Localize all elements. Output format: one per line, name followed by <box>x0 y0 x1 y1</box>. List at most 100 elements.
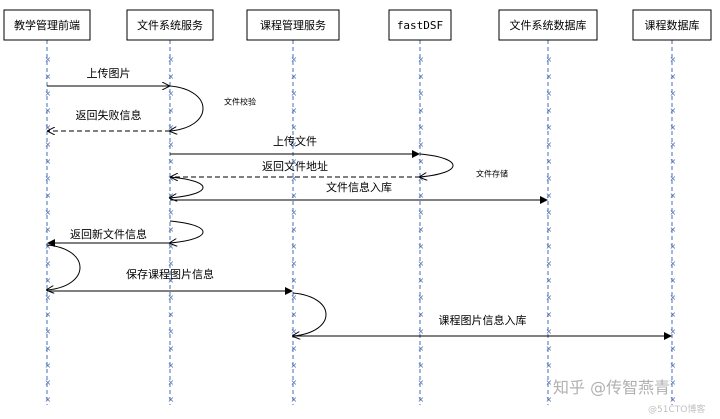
lifeline-mark: × <box>546 191 553 200</box>
participant-label-fileDb: 文件系统数据库 <box>510 18 587 32</box>
lifeline-mark: × <box>546 344 553 353</box>
message-label: 上传图片 <box>87 67 131 80</box>
lifeline-mark: × <box>546 310 553 319</box>
lifeline-mark: × <box>670 191 677 200</box>
message-label: 返回新文件信息 <box>70 227 147 241</box>
lifeline-mark: × <box>546 174 553 183</box>
participant-box-courseDb <box>632 9 712 41</box>
lifeline-mark: × <box>45 157 52 166</box>
lifeline-mark: × <box>670 72 677 81</box>
lifeline-mark: × <box>418 208 425 217</box>
lifeline-mark: × <box>168 157 175 166</box>
lifeline-mark: × <box>546 106 553 115</box>
lifeline-mark: × <box>546 276 553 285</box>
lifeline-mark: × <box>45 361 52 370</box>
lifeline-mark: × <box>546 140 553 149</box>
lifeline-mark: × <box>546 72 553 81</box>
lifeline-mark: × <box>670 310 677 319</box>
lifeline-mark: × <box>418 310 425 319</box>
lifeline-mark: × <box>418 361 425 370</box>
lifeline-mark: × <box>168 208 175 217</box>
lifeline-mark: × <box>670 378 677 387</box>
lifeline-mark: × <box>418 242 425 251</box>
lifeline-mark: × <box>168 395 175 404</box>
self-message-fileService <box>170 220 204 243</box>
self-message-courseService <box>293 292 327 336</box>
lifeline-mark: × <box>168 293 175 302</box>
lifeline-mark: × <box>291 242 298 251</box>
participant-box-fastdfs <box>388 9 452 41</box>
watermark: 知乎 @传智燕青 @51CTO博客 <box>553 378 705 415</box>
lifeline-mark: × <box>168 259 175 268</box>
lifeline-mark: × <box>45 55 52 64</box>
lifeline-mark: × <box>418 344 425 353</box>
lifeline-mark: × <box>291 174 298 183</box>
lifeline-mark: × <box>546 395 553 404</box>
participant-box-fileService <box>126 9 214 41</box>
lifeline-mark: × <box>418 106 425 115</box>
lifeline-mark: × <box>291 55 298 64</box>
lifeline-mark: × <box>168 191 175 200</box>
lifeline-mark: × <box>291 72 298 81</box>
lifeline-mark: × <box>45 259 52 268</box>
lifeline-mark: × <box>45 123 52 132</box>
lifeline-mark: × <box>546 361 553 370</box>
lifeline-mark: × <box>670 361 677 370</box>
lifeline-mark: × <box>291 225 298 234</box>
lifeline-mark: × <box>291 89 298 98</box>
lifeline-mark: × <box>291 378 298 387</box>
lifeline-mark: × <box>45 225 52 234</box>
message-label: 文件信息入库 <box>326 180 392 194</box>
self-message-fileService <box>170 85 204 131</box>
lifeline-mark: × <box>45 310 52 319</box>
lifeline-mark: × <box>670 106 677 115</box>
lifeline-mark: × <box>418 72 425 81</box>
lifeline-mark: × <box>546 327 553 336</box>
lifeline-mark: × <box>418 191 425 200</box>
self-message-label: 文件存储 <box>476 169 508 179</box>
lifeline-mark: × <box>168 361 175 370</box>
lifeline-mark: × <box>418 89 425 98</box>
lifelines: × × × × × × × × × × × × × × × × × × × × × × × × × × × × × × × × × × × × × × × ×… <box>45 40 677 405</box>
self-message-fastdfs <box>420 153 454 177</box>
lifeline-mark: × <box>291 208 298 217</box>
lifeline-mark: × <box>546 378 553 387</box>
lifeline-mark: × <box>546 293 553 302</box>
lifeline-mark: × <box>45 72 52 81</box>
lifeline-mark: × <box>168 106 175 115</box>
lifeline-mark: × <box>670 123 677 132</box>
lifeline-mark: × <box>418 276 425 285</box>
lifeline-mark: × <box>45 344 52 353</box>
message-label: 保存课程图片信息 <box>126 267 214 281</box>
lifeline-mark: × <box>670 344 677 353</box>
lifeline-mark: × <box>418 174 425 183</box>
lifeline-mark: × <box>291 259 298 268</box>
lifeline-mark: × <box>546 123 553 132</box>
lifeline-mark: × <box>418 157 425 166</box>
lifeline-mark: × <box>168 140 175 149</box>
lifeline-mark: × <box>546 89 553 98</box>
lifeline-mark: × <box>418 378 425 387</box>
lifeline-mark: × <box>45 191 52 200</box>
lifeline-mark: × <box>168 225 175 234</box>
messages: 上传图片文件校验返回失败信息上传文件文件存储返回文件地址文件信息入库返回新文件信… <box>47 67 672 340</box>
lifeline-mark: × <box>291 106 298 115</box>
lifeline-mark: × <box>670 208 677 217</box>
lifeline-mark: × <box>546 242 553 251</box>
lifeline-mark: × <box>168 72 175 81</box>
lifeline-mark: × <box>168 89 175 98</box>
message-label: 返回文件地址 <box>262 159 328 173</box>
lifeline-mark: × <box>546 208 553 217</box>
message-label: 返回失败信息 <box>76 108 142 122</box>
lifeline-mark: × <box>670 293 677 302</box>
lifeline-mark: × <box>670 55 677 64</box>
lifeline-mark: × <box>168 55 175 64</box>
lifeline-mark: × <box>418 327 425 336</box>
lifeline-mark: × <box>45 293 52 302</box>
participant-label-fastdfs: fastDSF <box>397 19 443 32</box>
self-message-fileService <box>170 176 204 198</box>
lifeline-mark: × <box>291 276 298 285</box>
lifeline-mark: × <box>418 123 425 132</box>
lifeline-mark: × <box>670 395 677 404</box>
